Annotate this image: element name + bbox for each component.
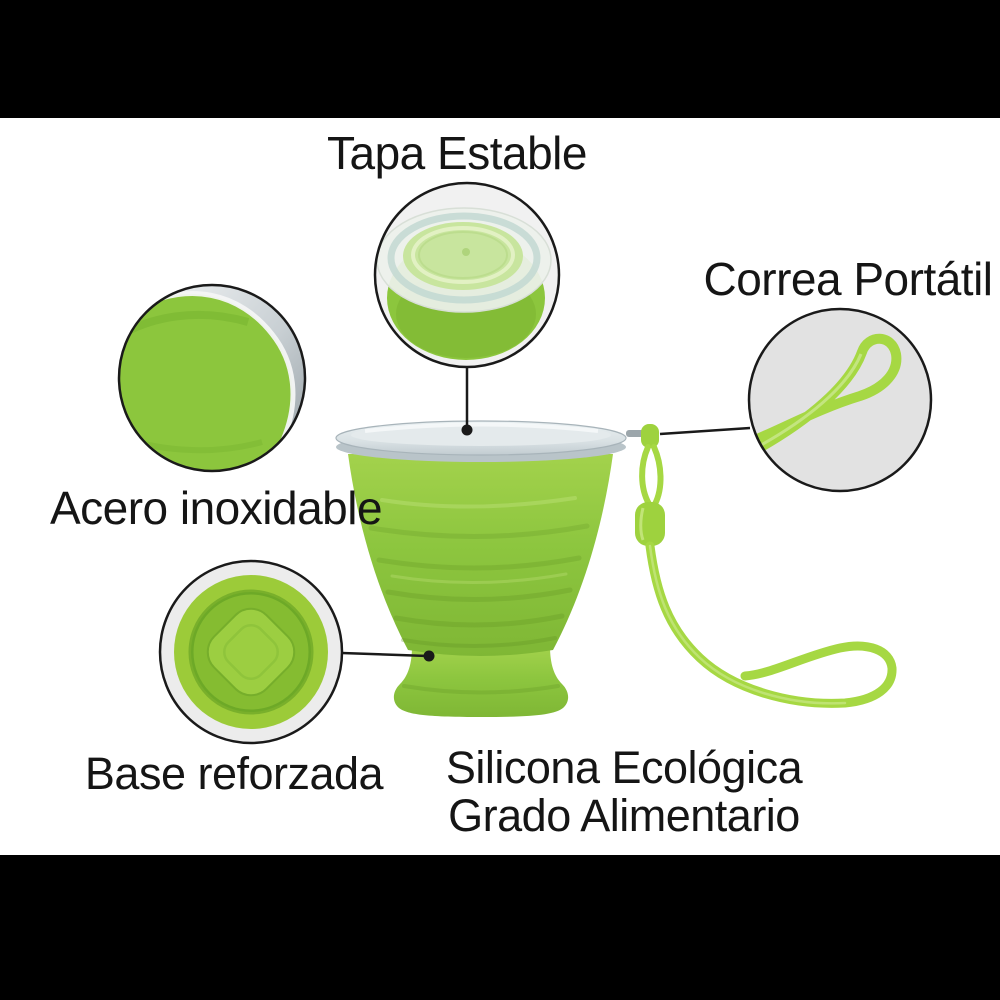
leader-line-base	[341, 651, 429, 658]
label-base-reforzada: Base reforzada	[84, 748, 384, 799]
letterbox-top	[0, 0, 1000, 118]
label-tapa-estable: Tapa Estable	[327, 127, 587, 179]
label-correa-portatil: Correa Portátil	[703, 253, 993, 305]
inset-steel-rim-circle	[117, 283, 307, 473]
cup-lid	[335, 420, 627, 462]
leader-dot-base	[423, 650, 435, 662]
cup-body	[348, 454, 613, 656]
leader-lines	[341, 367, 751, 658]
cup-highlights	[380, 496, 577, 584]
cup-base	[393, 646, 569, 717]
strap-knob	[641, 424, 659, 448]
leader-line-strap	[659, 426, 751, 436]
label-acero-inoxidable: Acero inoxidable	[49, 482, 383, 534]
cup-illustration	[335, 420, 897, 717]
label-silicona-line2: Grado Alimentario	[448, 789, 800, 841]
inset-base-circle	[158, 559, 344, 745]
strap-pin	[626, 430, 644, 437]
inset-strap-circle	[747, 307, 933, 493]
strap-lanyard	[626, 424, 897, 708]
label-silicona-ecologica: Silicona Ecológica Grado Alimentario	[424, 744, 824, 839]
letterbox-bottom	[0, 855, 1000, 1000]
cup-ripples	[368, 523, 590, 695]
strap-cord	[645, 541, 897, 708]
label-silicona-line1: Silicona Ecológica	[445, 742, 803, 793]
leader-dot-lid	[461, 424, 473, 436]
inset-lid-circle	[373, 181, 561, 369]
